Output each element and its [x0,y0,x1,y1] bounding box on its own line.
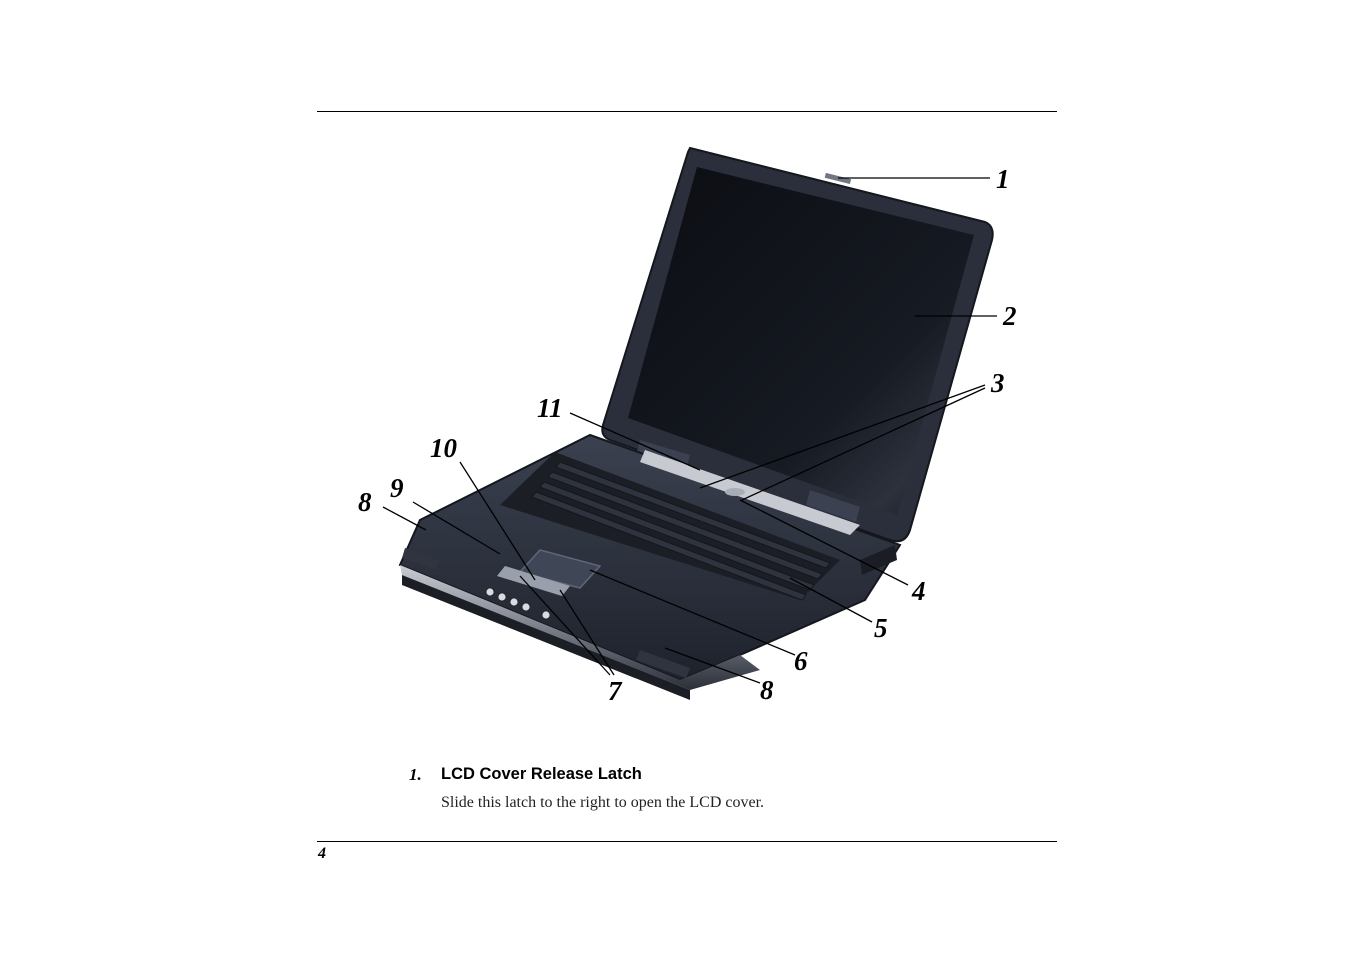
page-number: 4 [318,845,326,862]
lcd-screen [628,167,974,515]
footer-rule [317,841,1057,842]
keyboard-keys [531,461,831,601]
callout-2: 2 [1002,301,1017,331]
item-number: 1. [409,765,422,784]
callout-8-left: 8 [358,487,372,517]
callout-3: 3 [990,368,1005,398]
touchpad-buttons [497,566,570,596]
header-rule [317,111,1057,112]
silver-strip [640,450,860,535]
callout-6: 6 [794,646,808,676]
callout-7: 7 [608,676,623,706]
callout-9: 9 [390,473,404,503]
side-ports [860,545,897,575]
hinge-right [806,490,860,522]
callout-1: 1 [996,164,1010,194]
power-button [725,488,745,496]
front-edge [400,565,760,690]
front-panel [402,575,690,700]
leader-lines [382,177,997,684]
callout-11: 11 [537,393,563,423]
cover-latch [824,172,852,185]
front-media-buttons [485,587,551,620]
touchpad [518,549,602,589]
callout-10: 10 [430,433,458,463]
callout-8-right: 8 [760,675,774,705]
item-title: LCD Cover Release Latch [441,765,642,783]
item-description: Slide this latch to the right to open th… [441,794,765,811]
speaker-left [402,548,440,570]
speaker-right [636,650,690,678]
laptop-figure: 1 2 3 4 5 6 7 8 8 9 10 11 [358,146,1017,706]
callout-4: 4 [911,576,926,606]
callout-5: 5 [874,613,888,643]
